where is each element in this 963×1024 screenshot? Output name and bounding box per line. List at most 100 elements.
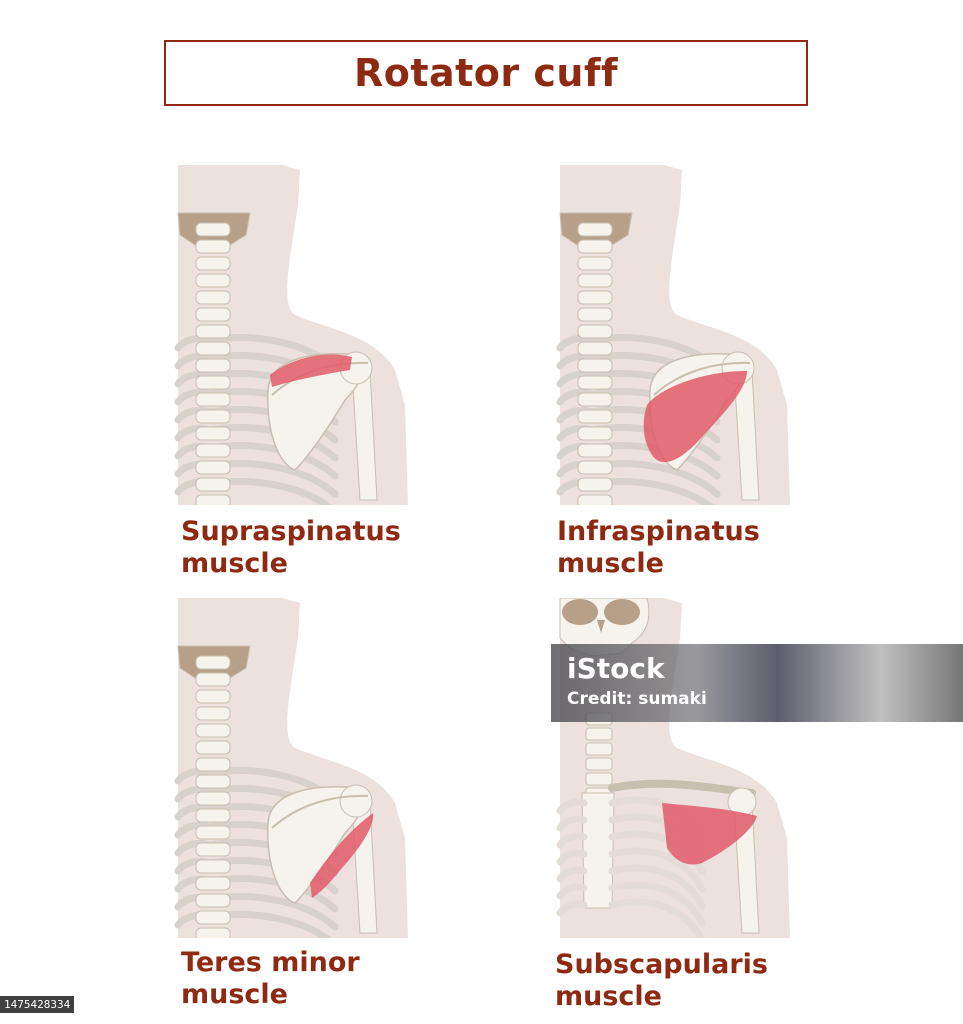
vertebra bbox=[195, 842, 231, 857]
anatomy-illustration bbox=[556, 165, 790, 505]
vertebra bbox=[577, 324, 613, 339]
humeral-head bbox=[339, 784, 373, 818]
label-line-2: muscle bbox=[181, 979, 288, 1010]
scapula bbox=[267, 353, 365, 471]
rib bbox=[556, 370, 596, 388]
vertebra bbox=[195, 477, 231, 492]
vertebra bbox=[195, 341, 231, 356]
vertebra bbox=[577, 443, 613, 458]
vertebra bbox=[195, 290, 231, 305]
vertebra bbox=[195, 460, 231, 475]
rib bbox=[174, 352, 214, 370]
eye-socket bbox=[562, 599, 598, 625]
vertebra bbox=[577, 273, 613, 288]
vertebra bbox=[577, 426, 613, 441]
nasal-cavity bbox=[597, 620, 605, 633]
body-silhouette bbox=[178, 165, 408, 505]
rib bbox=[556, 849, 588, 866]
vertebra bbox=[195, 757, 231, 772]
vertebra bbox=[577, 392, 613, 407]
vertebra bbox=[585, 757, 613, 771]
rib bbox=[174, 785, 214, 803]
vertebra bbox=[195, 927, 231, 938]
vertebra bbox=[195, 740, 231, 755]
scapular-spine bbox=[271, 794, 369, 829]
watermark-brand: iStock bbox=[567, 652, 665, 685]
rib bbox=[556, 900, 588, 917]
panel-teres-minor bbox=[170, 598, 430, 938]
scapula bbox=[267, 786, 365, 904]
rib bbox=[608, 898, 705, 938]
vertebra bbox=[195, 723, 231, 738]
vertebra bbox=[195, 375, 231, 390]
vertebra bbox=[577, 375, 613, 390]
vertebra bbox=[195, 273, 231, 288]
vertebra bbox=[577, 409, 613, 424]
vertebra bbox=[195, 409, 231, 424]
vertebra bbox=[577, 358, 613, 373]
vertebra bbox=[577, 239, 613, 254]
vertebra bbox=[577, 477, 613, 492]
vertebra bbox=[577, 222, 613, 237]
page-title: Rotator cuff bbox=[353, 51, 619, 95]
vertebra bbox=[577, 290, 613, 305]
panel-supraspinatus bbox=[170, 165, 430, 505]
muscle-highlight bbox=[662, 803, 757, 865]
scapular-spine bbox=[653, 361, 751, 396]
eye-socket bbox=[604, 599, 640, 625]
vertebra bbox=[195, 672, 231, 687]
label-line-1: Supraspinatus bbox=[181, 516, 401, 547]
vertebra bbox=[195, 324, 231, 339]
watermark-banner: iStock Credit: sumaki bbox=[551, 644, 963, 722]
body-silhouette bbox=[560, 165, 790, 505]
anatomy-illustration bbox=[174, 165, 408, 505]
vertebra bbox=[195, 392, 231, 407]
vertebra bbox=[195, 358, 231, 373]
vertebra bbox=[195, 706, 231, 721]
vertebra bbox=[195, 859, 231, 874]
vertebra bbox=[195, 426, 231, 441]
vertebra bbox=[195, 443, 231, 458]
label-line-2: muscle bbox=[181, 548, 288, 579]
vertebra bbox=[195, 876, 231, 891]
vertebra bbox=[195, 307, 231, 322]
rib bbox=[556, 798, 588, 815]
vertebra bbox=[195, 893, 231, 908]
watermark-credit: Credit: sumaki bbox=[567, 689, 707, 709]
rib bbox=[608, 881, 706, 927]
label-line-2: muscle bbox=[555, 981, 662, 1012]
anatomy-illustration bbox=[174, 598, 408, 938]
label-teres-minor: Teres minor muscle bbox=[181, 947, 360, 1011]
rib bbox=[174, 370, 214, 388]
vertebra bbox=[585, 772, 613, 786]
label-line-2: muscle bbox=[557, 548, 664, 579]
vertebra bbox=[585, 727, 613, 741]
vertebra bbox=[577, 307, 613, 322]
vertebra bbox=[195, 774, 231, 789]
rib bbox=[608, 864, 706, 910]
rib bbox=[556, 352, 596, 370]
rib bbox=[556, 883, 588, 900]
rib bbox=[174, 803, 214, 821]
vertebra bbox=[195, 256, 231, 271]
rib bbox=[556, 334, 596, 352]
muscle-highlight bbox=[310, 813, 374, 898]
vertebra bbox=[195, 689, 231, 704]
label-line-1: Infraspinatus bbox=[557, 516, 760, 547]
stock-id-badge: 1475428334 bbox=[0, 996, 75, 1013]
vertebra bbox=[195, 791, 231, 806]
panel-subscapularis bbox=[552, 598, 812, 938]
label-line-1: Teres minor bbox=[181, 947, 360, 978]
rib bbox=[556, 832, 588, 849]
sternum bbox=[581, 792, 615, 909]
title-box: Rotator cuff bbox=[164, 40, 808, 106]
label-line-1: Subscapularis bbox=[555, 949, 768, 980]
muscle-highlight bbox=[270, 354, 352, 387]
vertebra bbox=[195, 910, 231, 925]
label-infraspinatus: Infraspinatus muscle bbox=[557, 516, 760, 580]
rib bbox=[556, 866, 588, 883]
vertebra bbox=[577, 256, 613, 271]
vertebra bbox=[195, 239, 231, 254]
rib bbox=[608, 847, 706, 893]
anatomy-illustration bbox=[556, 598, 790, 938]
